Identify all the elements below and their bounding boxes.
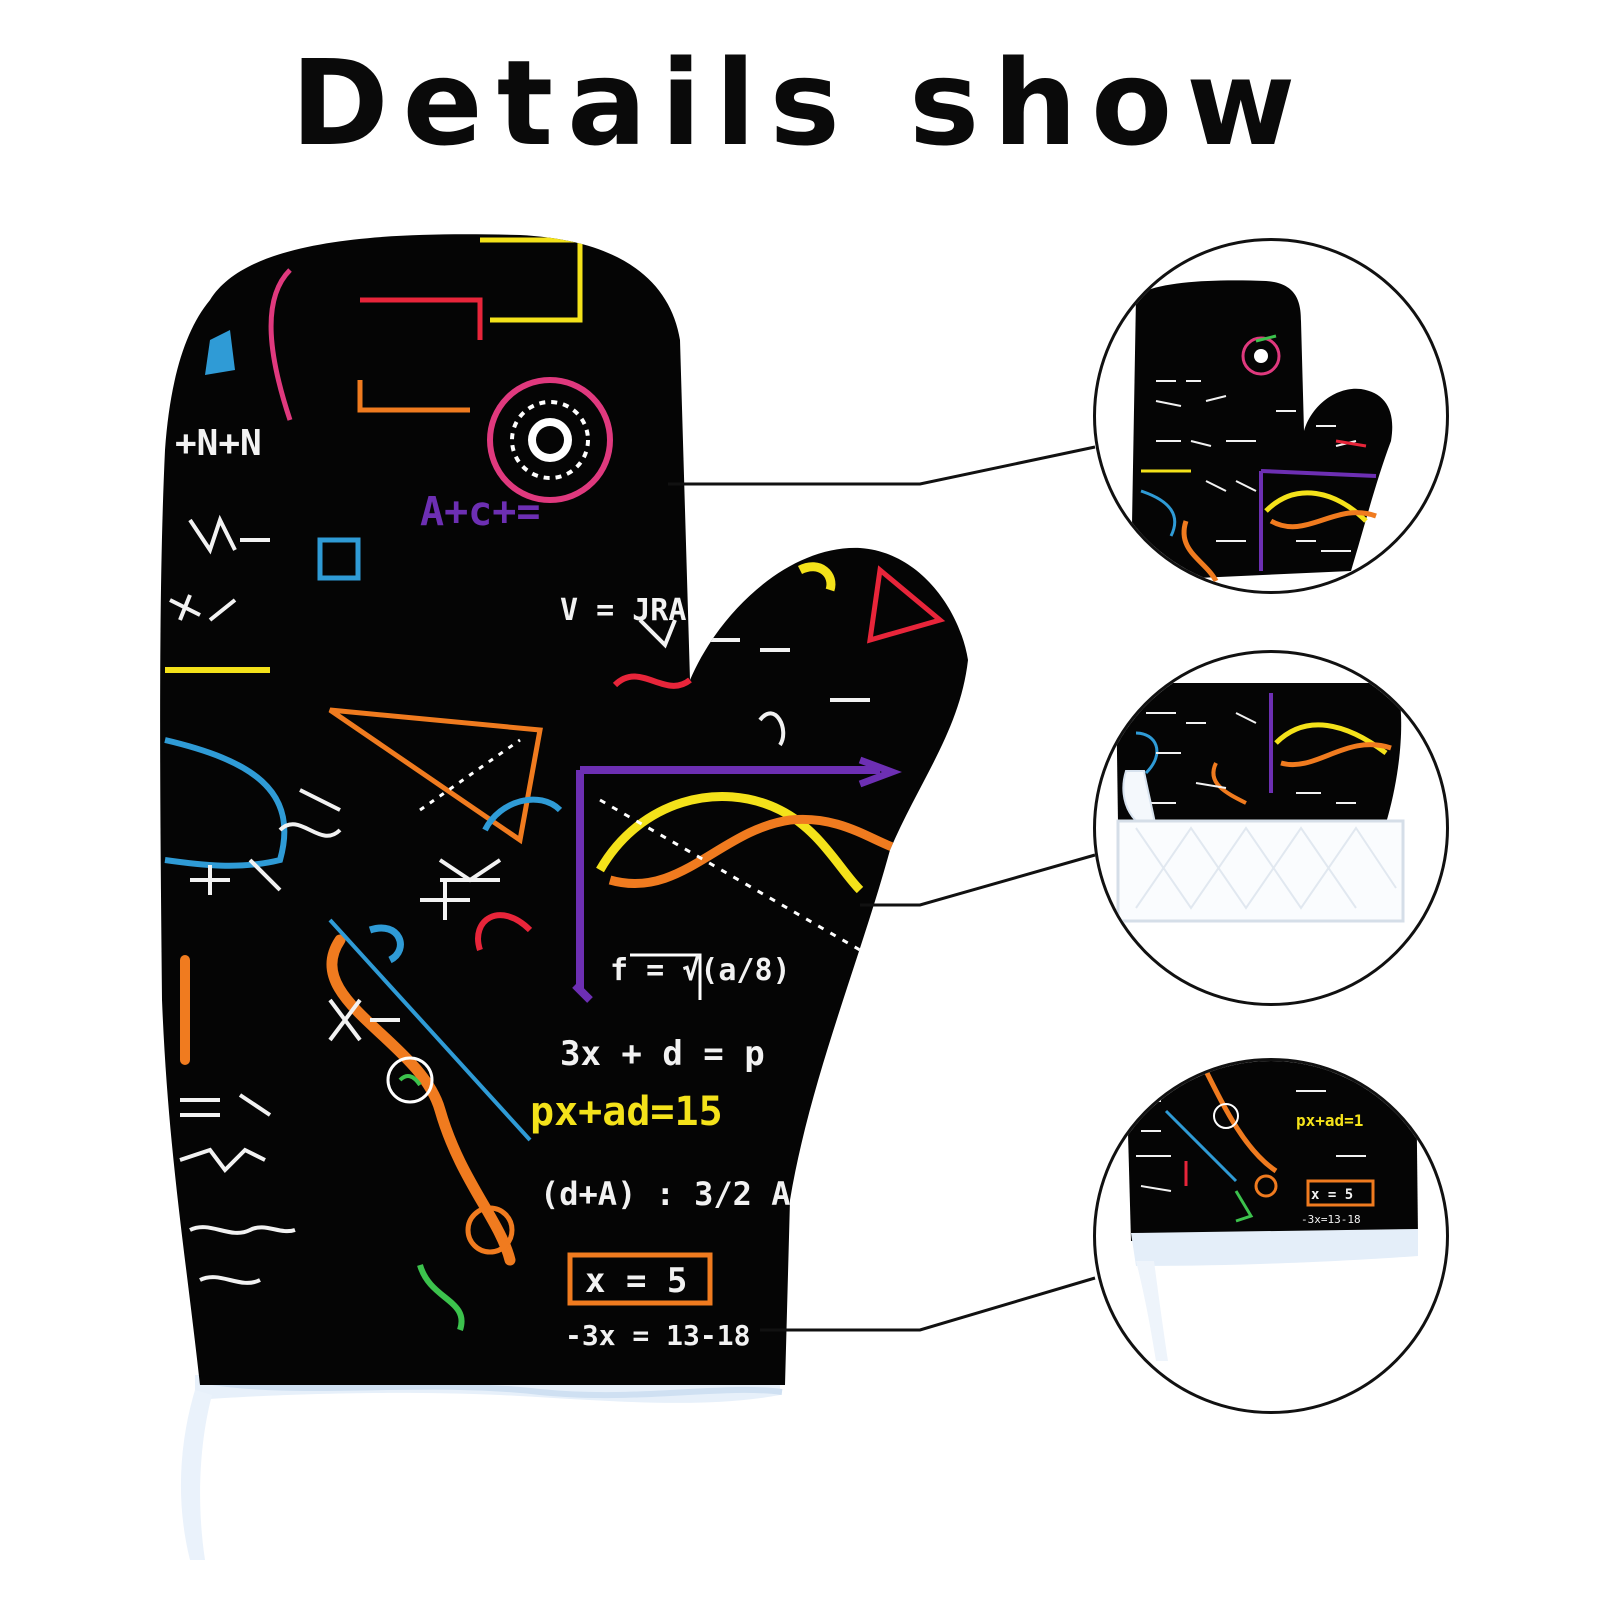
formula-text: px+ad=15	[530, 1089, 723, 1135]
svg-text:px+ad=1: px+ad=1	[1296, 1111, 1363, 1130]
detail-circle-top	[1093, 238, 1449, 594]
detail-circle-bottom: x = 5 px+ad=1 -3x=13-18	[1093, 1058, 1449, 1414]
formula-text: +N+N	[175, 423, 262, 464]
svg-text:x = 5: x = 5	[1311, 1187, 1353, 1203]
chalk-scribbles	[169, 514, 870, 1285]
formula-text: A+c+=	[420, 489, 540, 535]
formula-text: 3x + d = p	[560, 1034, 765, 1074]
formula-text: f = √(a/8)	[610, 953, 791, 988]
hanging-loop	[180, 1390, 212, 1560]
detail-circle-middle	[1093, 650, 1449, 1006]
formula-text: (d+A) : 3/2 A	[540, 1175, 790, 1213]
formula-text: V = JRA	[560, 593, 686, 628]
formula-text: x = 5	[585, 1261, 687, 1301]
page-heading: Details show	[290, 34, 1310, 172]
formula-text: -3x = 13-18	[565, 1319, 750, 1352]
svg-text:-3x=13-18: -3x=13-18	[1301, 1213, 1361, 1226]
